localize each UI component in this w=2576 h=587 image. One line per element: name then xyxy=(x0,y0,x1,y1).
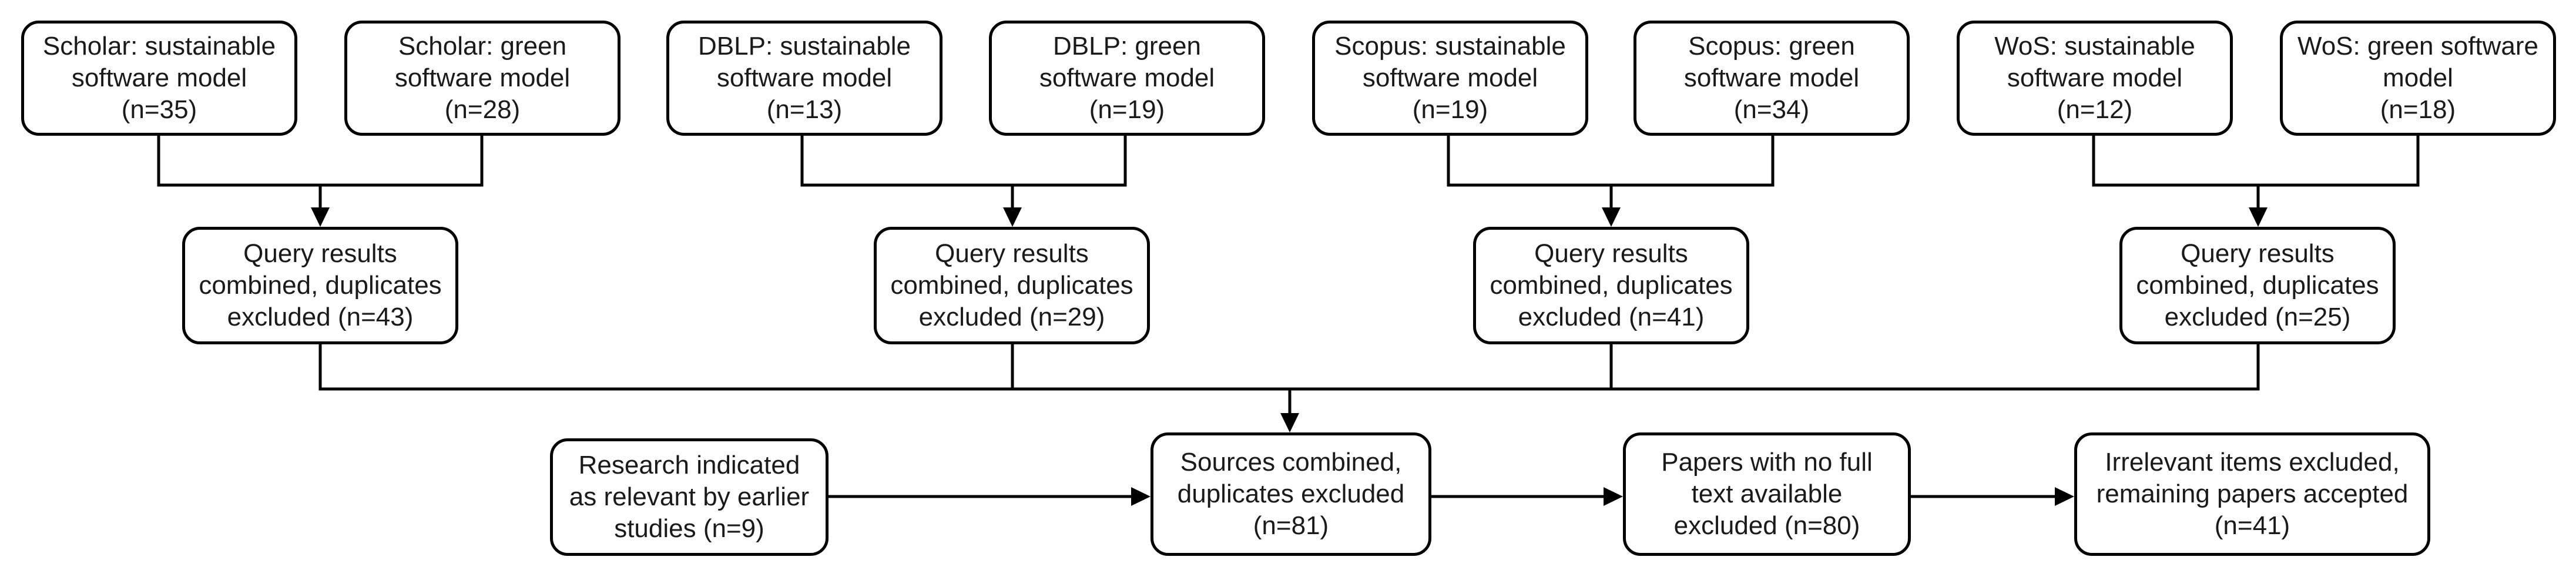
accepted-box: Irrelevant items excluded, remaining pap… xyxy=(2074,432,2430,556)
connector-scopus-queries xyxy=(1447,129,1775,187)
arrowhead-sources-combined xyxy=(1280,413,1299,432)
connector-combined-bus xyxy=(318,344,2260,391)
query-box-scholar-green: Scholar: green software model (n=28) xyxy=(344,21,620,136)
connector-scholar-queries xyxy=(157,129,484,187)
arrowhead-dblp xyxy=(1003,207,1022,227)
query-box-scopus-sustainable: Scopus: sustainable software model (n=19… xyxy=(1312,21,1588,136)
combined-box-scopus: Query results combined, duplicates exclu… xyxy=(1473,227,1749,344)
sources-combined-box: Sources combined, duplicates excluded (n… xyxy=(1151,432,1431,556)
combined-box-dblp: Query results combined, duplicates exclu… xyxy=(874,227,1150,344)
query-box-wos-sustainable: WoS: sustainable software model (n=12) xyxy=(1957,21,2233,136)
combined-box-wos: Query results combined, duplicates exclu… xyxy=(2119,227,2396,344)
no-full-text-box: Papers with no full text available exclu… xyxy=(1623,432,1911,556)
query-box-wos-green: WoS: green software model (n=18) xyxy=(2280,21,2556,136)
arrowhead-wos xyxy=(2249,207,2268,227)
query-box-scopus-green: Scopus: green software model (n=34) xyxy=(1634,21,1910,136)
arrowhead-fulltext-to-accepted xyxy=(2055,487,2074,506)
query-box-dblp-sustainable: DBLP: sustainable software model (n=13) xyxy=(666,21,942,136)
arrowhead-scopus xyxy=(1602,207,1621,227)
connector-dblp-queries xyxy=(800,129,1127,187)
combined-box-scholar: Query results combined, duplicates exclu… xyxy=(182,227,458,344)
arrowhead-combined-to-fulltext xyxy=(1604,487,1623,506)
arrowhead-scholar xyxy=(311,207,330,227)
arrowhead-earlier-to-combined xyxy=(1131,487,1151,506)
connector-wos-queries xyxy=(2092,129,2420,187)
query-box-dblp-green: DBLP: green software model (n=19) xyxy=(989,21,1265,136)
earlier-studies-box: Research indicated as relevant by earlie… xyxy=(550,438,829,556)
query-box-scholar-sustainable: Scholar: sustainable software model (n=3… xyxy=(21,21,297,136)
